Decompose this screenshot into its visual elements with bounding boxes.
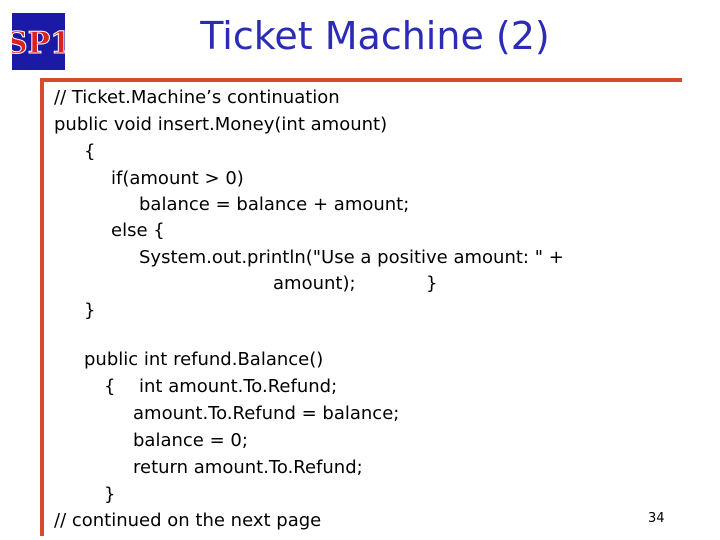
code-line: }	[104, 484, 116, 505]
slide-title: Ticket Machine (2)	[200, 14, 550, 58]
code-line: // Ticket.Machine’s continuation	[54, 87, 340, 108]
logo-text: SP1	[12, 26, 65, 61]
code-line: balance = balance + amount;	[139, 194, 410, 215]
code-line: return amount.To.Refund;	[133, 457, 363, 478]
left-accent-bar	[40, 78, 44, 536]
code-line: balance = 0;	[133, 430, 248, 451]
code-line: }	[426, 273, 438, 294]
code-line: public int refund.Balance()	[84, 349, 324, 370]
logo-background	[12, 13, 65, 70]
code-line: int amount.To.Refund;	[139, 376, 338, 397]
code-line: // continued on the next page	[54, 510, 322, 531]
sp1-logo: SP1	[12, 13, 65, 70]
code-line: System.out.println("Use a positive amoun…	[139, 247, 564, 268]
code-line: public void insert.Money(int amount)	[54, 114, 388, 135]
code-line: else {	[111, 220, 165, 241]
code-line: }	[84, 300, 96, 321]
code-line: {	[104, 376, 116, 397]
page-number: 34	[648, 511, 665, 526]
code-line: amount.To.Refund = balance;	[133, 403, 400, 424]
code-line: if(amount > 0)	[111, 168, 244, 189]
title-underline-bar	[40, 78, 682, 82]
code-line: amount);	[273, 273, 356, 294]
code-line: {	[84, 141, 96, 162]
